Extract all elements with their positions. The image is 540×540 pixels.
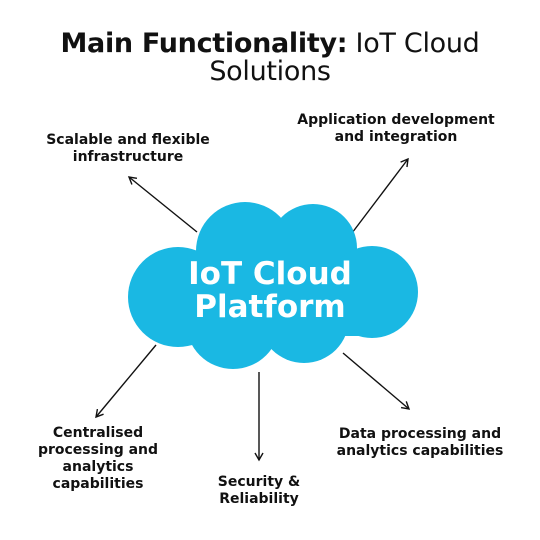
arrow-to-centralised [95, 344, 157, 419]
page-title: Main Functionality: IoT Cloud Solutions [0, 30, 540, 86]
arrow-to-dataproc [342, 352, 411, 410]
arrow-to-scalable [127, 176, 198, 233]
title-regular-part: IoT Cloud Solutions [209, 28, 480, 87]
arrow-to-appdev [351, 157, 409, 234]
cloud-label: IoT Cloud Platform [188, 256, 352, 325]
title-bold-part: Main Functionality: [60, 28, 348, 59]
node-centralised: Centralised processing and analytics cap… [37, 425, 159, 492]
cloud-shape [128, 202, 418, 369]
node-security: Security & Reliability [217, 474, 301, 507]
node-dataproc: Data processing and analytics capabiliti… [336, 426, 504, 459]
node-scalable: Scalable and flexible infrastructure [46, 132, 210, 165]
node-appdev: Application development and integration [297, 112, 495, 145]
